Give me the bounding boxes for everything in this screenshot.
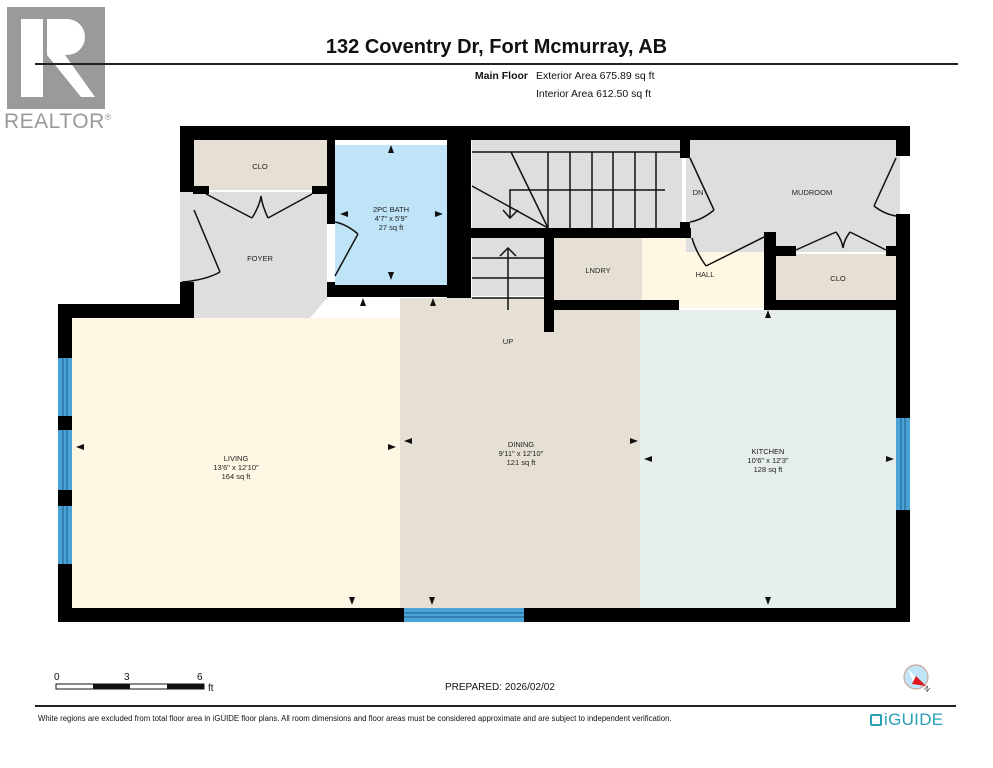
living-room-fill: [70, 318, 402, 608]
exterior-area: Exterior Area 675.89 sq ft: [536, 70, 655, 82]
dining-room-fill: [400, 298, 642, 608]
room-area: 164 sq ft: [221, 472, 251, 481]
disclaimer: White regions are excluded from total fl…: [38, 714, 672, 723]
room-hall: HALL: [695, 270, 715, 279]
foyer-fill: [193, 192, 327, 318]
room-dimensions: 9'11" x 12'10": [498, 449, 544, 458]
footer-divider: [35, 705, 956, 707]
realtor-logo: [7, 7, 105, 109]
prepared-date: PREPARED: 2026/02/02: [445, 682, 555, 693]
room-laundry: LNDRY: [585, 266, 611, 275]
room-dimensions: 13'6" x 12'10": [213, 463, 259, 472]
doors: [181, 157, 897, 283]
room-dining: DINING 9'11" x 12'10" 121 sq ft: [499, 440, 544, 467]
compass-icon: [903, 664, 929, 690]
staircase: [471, 151, 680, 310]
interior-area: Interior Area 612.50 sq ft: [536, 88, 651, 100]
stairs-down-label: DN: [692, 188, 704, 197]
realtor-r-icon: [21, 19, 95, 97]
windows: [58, 358, 910, 622]
bath-fill: [335, 145, 447, 285]
room-foyer: FOYER: [247, 254, 273, 263]
room-name: 2PC BATH: [372, 205, 410, 214]
room-mudroom-closet: CLO: [830, 274, 846, 283]
room-dimensions: 10'6" x 12'3": [747, 456, 789, 465]
room-area: 128 sq ft: [753, 465, 783, 474]
stairs-down-fill: [472, 140, 682, 228]
stairs-up-fill: [472, 238, 546, 296]
title-divider: [35, 63, 958, 65]
mudroom-fill: [686, 140, 900, 252]
room-area: 27 sq ft: [378, 223, 404, 232]
foyer-closet-fill: [193, 140, 327, 190]
mudroom-closet-fill: [776, 254, 898, 302]
laundry-fill: [553, 238, 643, 300]
dimension-arrows: [76, 145, 894, 605]
room-living: LIVING 13'6" x 12'10" 164 sq ft: [213, 454, 258, 481]
scale-tick-0: 0: [54, 672, 60, 683]
room-area: 121 sq ft: [506, 458, 536, 467]
room-mudroom: MUDROOM: [791, 188, 833, 197]
floor-label: Main Floor: [474, 70, 528, 82]
scale-tick-3: 3: [124, 672, 130, 683]
room-name: DINING: [507, 440, 535, 449]
room-bath: 2PC BATH 4'7" x 5'9" 27 sq ft: [373, 205, 409, 232]
page-title: 132 Coventry Dr, Fort Mcmurray, AB: [325, 36, 668, 58]
room-name: LIVING: [223, 454, 249, 463]
room-name: KITCHEN: [751, 447, 785, 456]
room-kitchen: KITCHEN 10'6" x 12'3" 128 sq ft: [747, 447, 788, 474]
kitchen-fill: [640, 310, 902, 608]
iguide-camera-icon: [870, 714, 882, 726]
scale-bar: [55, 683, 205, 690]
stairs-up-label: UP: [502, 337, 514, 346]
room-foyer-closet: CLO: [252, 162, 268, 171]
iguide-logo: iGUIDE: [870, 710, 943, 730]
scale-unit: ft: [208, 683, 214, 694]
realtor-wordmark: REALTOR®: [4, 110, 112, 133]
scale-tick-6: 6: [197, 672, 203, 683]
room-dimensions: 4'7" x 5'9": [374, 214, 408, 223]
